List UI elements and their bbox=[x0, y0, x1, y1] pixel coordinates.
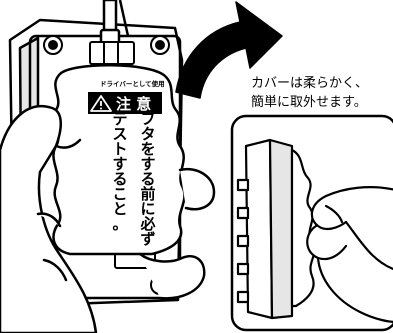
warning-triangle-icon bbox=[90, 95, 112, 112]
inset-device-side bbox=[236, 138, 294, 320]
callout-line1: カバーは柔らかく、 bbox=[251, 76, 368, 91]
left-hand bbox=[0, 105, 98, 333]
warning-header: 注 意 bbox=[88, 92, 162, 114]
left-hand-fingers bbox=[138, 167, 216, 300]
warning-vertical-col2: テストすること。 bbox=[112, 110, 127, 233]
callout-line2: 簡単に取外せます。 bbox=[251, 94, 367, 110]
curved-arrow-icon bbox=[175, 1, 283, 99]
inset-cover-edge bbox=[290, 148, 316, 308]
warning-header-text: 注 意 bbox=[116, 95, 151, 113]
inset-hand bbox=[306, 186, 393, 323]
cover-small-text: ドライバーとして使用 bbox=[100, 79, 165, 88]
warning-vertical-col1: フタをする前に必ず bbox=[139, 110, 155, 248]
